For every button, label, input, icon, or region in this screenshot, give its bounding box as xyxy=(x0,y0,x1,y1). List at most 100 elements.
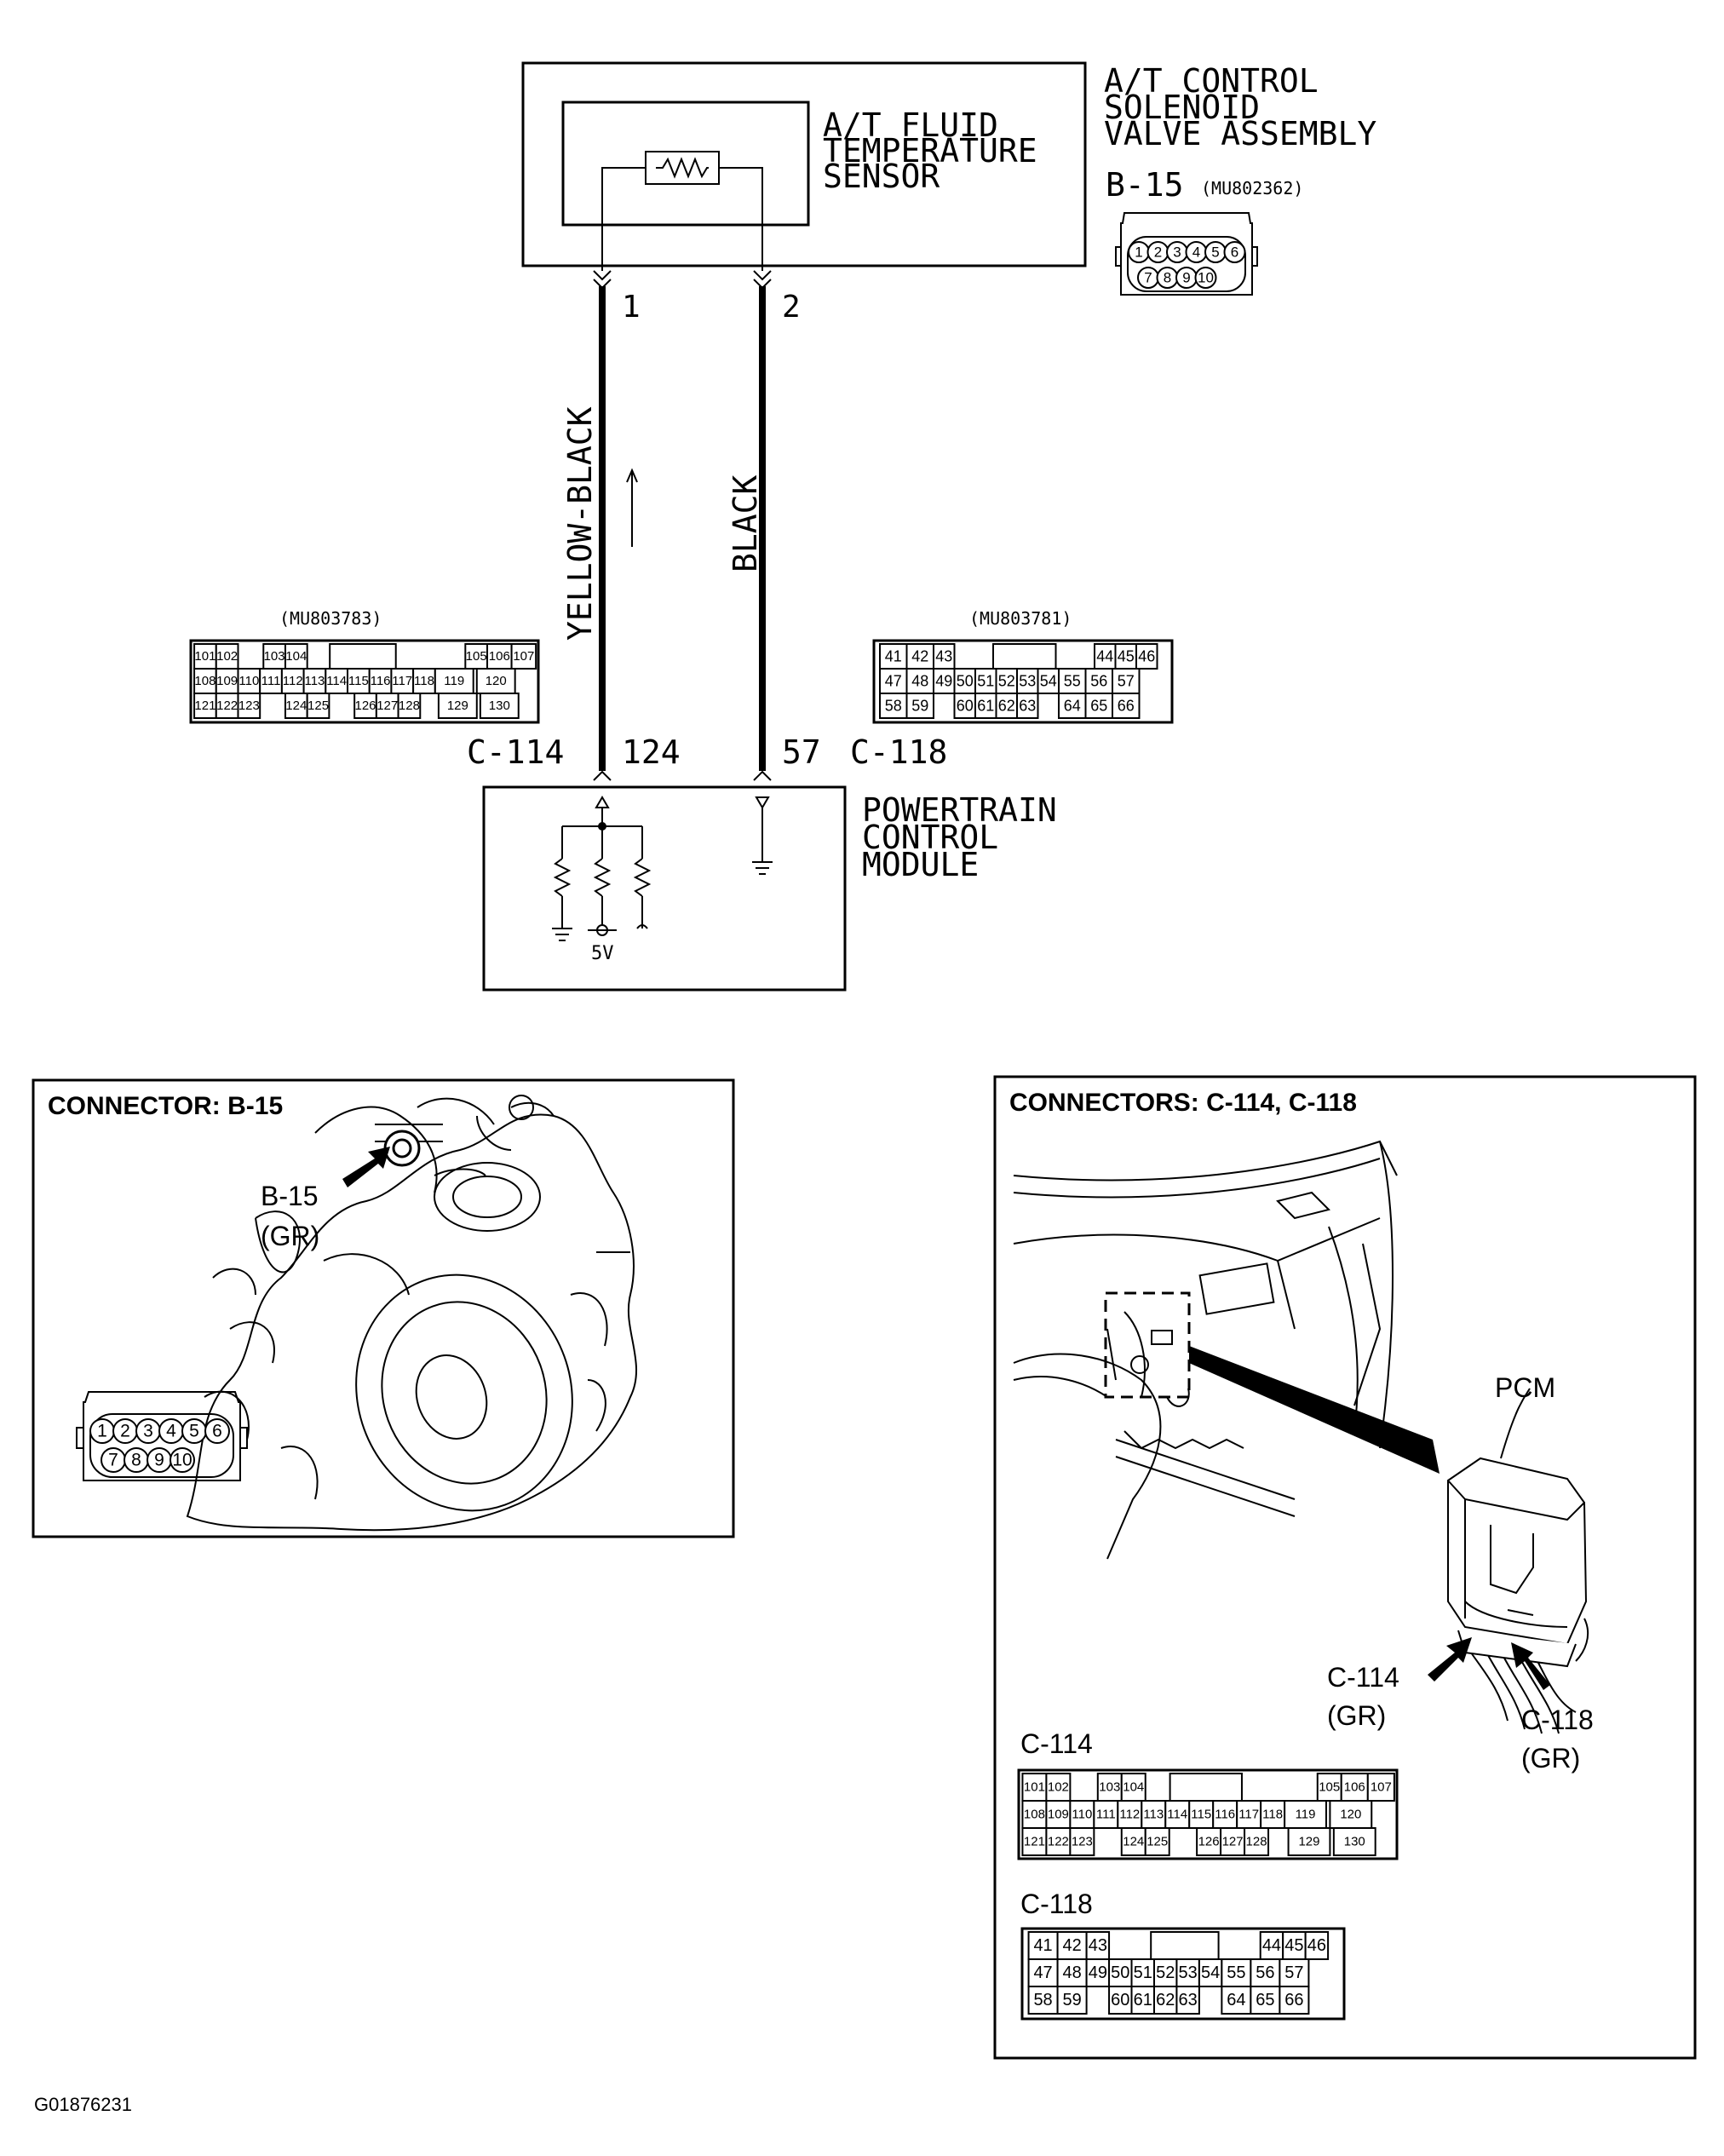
grid-cell xyxy=(510,643,537,670)
grid-cell-label: 102 xyxy=(1048,1780,1069,1795)
grid-cell xyxy=(284,643,308,670)
pcm-unit-illustration xyxy=(1447,1388,1589,1734)
grid-cell-label: 48 xyxy=(1062,1963,1081,1982)
grid-cell xyxy=(1027,1986,1059,2015)
grid-cell-label: 129 xyxy=(1298,1835,1319,1849)
grid-cell xyxy=(953,668,976,694)
grid-cell-label: 119 xyxy=(444,674,464,688)
grid-cell xyxy=(1112,668,1141,694)
grid-cell-label: 101 xyxy=(194,649,216,664)
pcm-leader-wedge xyxy=(1189,1346,1440,1474)
grid-cell-label: 51 xyxy=(1134,1963,1152,1982)
grid-cell-label: 113 xyxy=(304,674,325,688)
grid-cell xyxy=(995,693,1018,719)
dashboard-illustration xyxy=(1013,1140,1398,1560)
grid-cell-label: 103 xyxy=(264,649,285,664)
grid-cell xyxy=(1084,693,1113,719)
grid-cell-label: 44 xyxy=(1096,648,1113,665)
pin-number: 10 xyxy=(1198,270,1214,286)
connector-c114-c118-title: CONNECTORS: C-114, C-118 xyxy=(1009,1089,1357,1117)
pin-number: 9 xyxy=(1182,270,1190,286)
c118-pin-label: 57 xyxy=(782,733,821,771)
c118-callout-color: (GR) xyxy=(1521,1743,1580,1774)
grid-cell xyxy=(1085,1931,1111,1960)
grid-cell-label: 54 xyxy=(1040,673,1057,690)
figure-id: G01876231 xyxy=(34,2094,132,2115)
pin-number: 1 xyxy=(1135,244,1142,261)
grid-cell-label: 50 xyxy=(957,673,974,690)
grid-cell-label: 43 xyxy=(935,648,952,665)
grid-cell xyxy=(1058,693,1087,719)
c118-connector-label: C-118 xyxy=(850,733,947,771)
assembly-label-line3: VALVE ASSEMBLY xyxy=(1104,115,1376,152)
grid-cell-label: 119 xyxy=(1296,1808,1316,1822)
transmission-illustration xyxy=(186,1095,638,1532)
assembly-box xyxy=(521,61,1087,267)
pin-number: 8 xyxy=(131,1451,141,1470)
grid-cell-label: 127 xyxy=(1222,1835,1244,1849)
pin-number: 6 xyxy=(1231,244,1238,261)
grid-cell xyxy=(215,643,239,670)
pin-2-label: 2 xyxy=(782,290,801,325)
pin-number: 5 xyxy=(189,1422,199,1441)
grid-cell xyxy=(1027,1931,1059,1960)
sensor-box xyxy=(561,101,810,227)
grid-cell xyxy=(1287,1827,1331,1856)
sensor-lead-2 xyxy=(719,167,763,271)
grid-cell xyxy=(1045,1773,1072,1802)
grid-cell-label: 54 xyxy=(1201,1963,1220,1982)
connector-c114-c118-panel xyxy=(993,1075,1697,2060)
grid-cell-label: 104 xyxy=(285,649,307,664)
pin-number: 2 xyxy=(120,1422,130,1441)
grid-cell xyxy=(1279,1986,1310,2015)
grid-cell-label: 121 xyxy=(194,699,216,713)
terminal-1-top xyxy=(593,270,612,281)
grid-cell-label: 55 xyxy=(1064,673,1081,690)
grid-cell xyxy=(1016,693,1039,719)
grid-cell xyxy=(1329,1800,1373,1829)
grid-cell xyxy=(879,693,908,719)
grid-cell xyxy=(1135,643,1158,670)
grid-cell-label: 111 xyxy=(261,674,281,688)
grid-cell xyxy=(1112,693,1141,719)
grid-cell xyxy=(306,693,330,719)
sensor-lead-1 xyxy=(601,167,646,271)
grid-key-slot xyxy=(329,643,397,670)
grid-cell xyxy=(1279,1958,1310,1987)
grid-cell-label: 63 xyxy=(1179,1991,1198,2009)
grid-cell-label: 61 xyxy=(977,698,994,715)
grid-cell-label: 59 xyxy=(1062,1991,1081,2009)
grid-cell-label: 53 xyxy=(1019,673,1036,690)
grid-cell-label: 56 xyxy=(1090,673,1107,690)
pin-number: 4 xyxy=(166,1422,176,1441)
grid-key-slot xyxy=(1150,1931,1220,1960)
grid-cell-label: 47 xyxy=(1033,1963,1052,1982)
sensor-label-line1: A/T FLUID xyxy=(823,106,998,144)
pin-number: 5 xyxy=(1211,244,1219,261)
assembly-label-line1: A/T CONTROL xyxy=(1104,62,1319,100)
b15-connector-on-transmission xyxy=(383,1130,421,1167)
c118-part-number: (MU803781) xyxy=(969,608,1072,629)
grid-cell xyxy=(1144,1827,1170,1856)
grid-cell xyxy=(193,668,217,694)
grid-cell-label: 120 xyxy=(486,674,507,688)
pin-number: 7 xyxy=(108,1451,118,1470)
b15-callout-color: (GR) xyxy=(261,1221,319,1251)
grid-cell-label: 123 xyxy=(1072,1835,1093,1849)
grid-cell xyxy=(375,693,399,719)
pin-number: 2 xyxy=(1154,244,1162,261)
grid-key-slot xyxy=(1169,1773,1243,1802)
grid-cell xyxy=(1284,1800,1327,1829)
grid-cell-label: 60 xyxy=(1111,1991,1129,2009)
grid-cell-label: 66 xyxy=(1118,698,1135,715)
grid-cell-label: 57 xyxy=(1284,1963,1303,1982)
grid-cell-label: 49 xyxy=(935,673,952,690)
grid-cell xyxy=(237,668,261,694)
pin-number: 6 xyxy=(212,1422,222,1441)
pcm-location-highlight xyxy=(1104,1291,1191,1399)
grid-cell-label: 42 xyxy=(1062,1936,1081,1955)
grid-cell-label: 58 xyxy=(885,698,902,715)
